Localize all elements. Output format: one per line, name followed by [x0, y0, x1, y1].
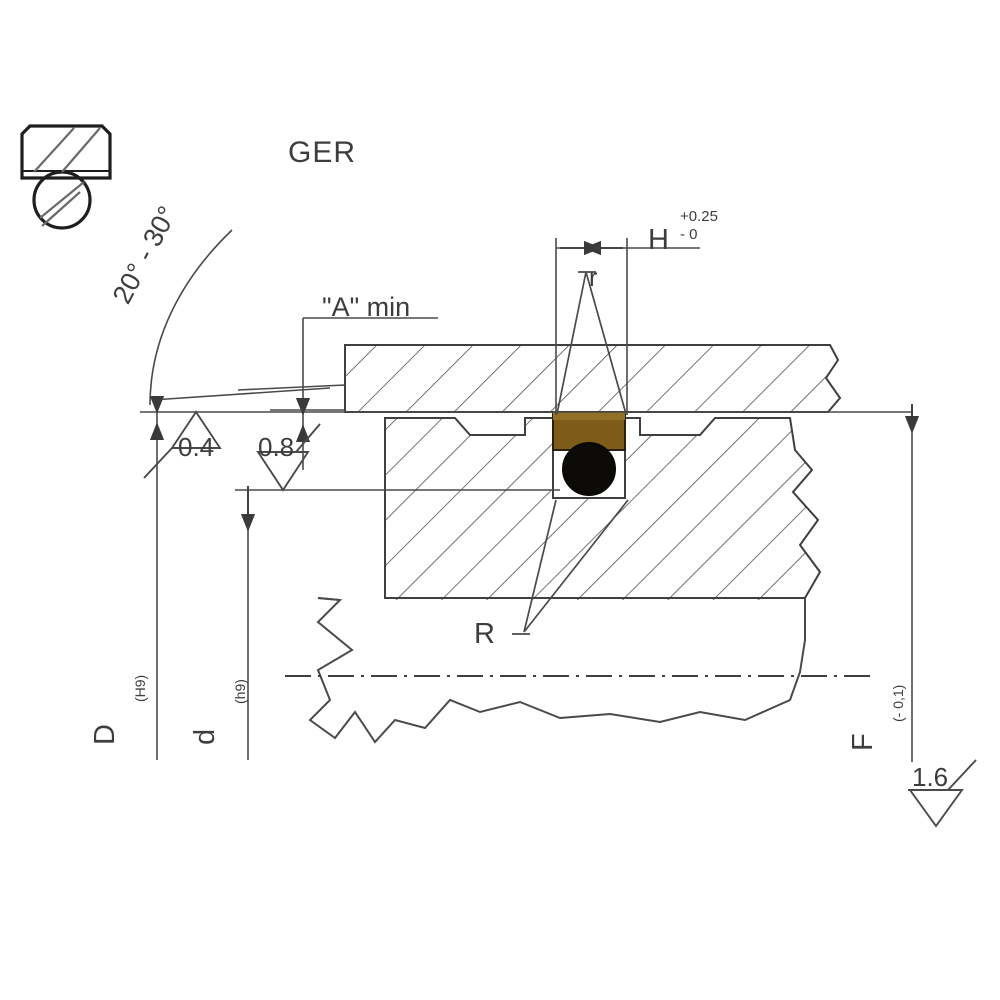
dim-D-label: D: [89, 724, 121, 745]
lower-body-with-groove: [384, 417, 822, 600]
profile-code-label: GER: [288, 136, 357, 169]
h-dimension-label: H: [648, 224, 669, 256]
radius-r-label: r: [589, 264, 598, 292]
surface-roughness-08-icon: [256, 423, 321, 492]
o-ring: [562, 442, 616, 496]
dimension-lines: [140, 229, 913, 762]
roughness-08-label: 0.8: [258, 432, 295, 462]
radius-r-leaders: [556, 271, 627, 415]
seal-profile-icon: [20, 124, 112, 230]
surface-roughness-04-icon: [143, 410, 222, 479]
housing-block: [344, 344, 842, 413]
shaft-break-outline: [285, 597, 875, 744]
h-tolerance-upper-label: +0.25: [680, 208, 718, 225]
roughness-16-label: 1.6: [912, 762, 949, 792]
dim-F-label: F: [847, 733, 879, 751]
surface-roughness-16-icon: [908, 759, 977, 828]
dim-d-fit-label: (h9): [232, 679, 248, 704]
roughness-04-label: 0.4: [178, 432, 215, 462]
dim-D-fit-label: (H9): [132, 674, 148, 702]
h-tolerance-lower-label: - 0: [680, 226, 698, 243]
radius-R-leaders: [512, 499, 629, 635]
dim-F-tolerance-label: (- 0,1): [890, 684, 906, 722]
dimension-arrows: [149, 240, 920, 532]
a-min-label: "A" min: [322, 292, 411, 322]
radius-R-label: R: [474, 618, 495, 650]
dim-d-label: d: [189, 728, 221, 745]
